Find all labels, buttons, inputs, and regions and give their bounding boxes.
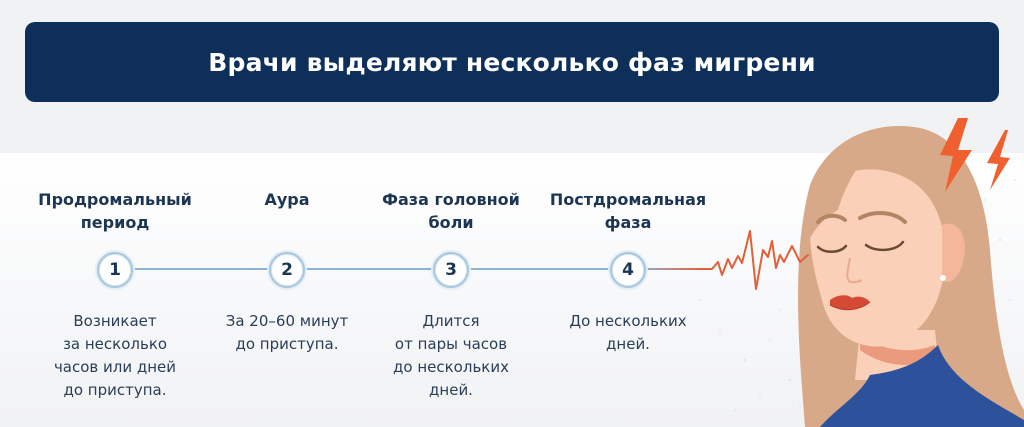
phase-number-badge: 1 — [97, 252, 133, 288]
desc-line: За 20–60 минут — [225, 312, 349, 330]
phase-number-badge: 4 — [610, 252, 646, 288]
phase-description: Длится от пары часов до нескольких дней. — [361, 310, 541, 402]
lips — [830, 295, 870, 310]
phase-title-line: Фаза головной — [382, 190, 520, 209]
phase-title-line: фаза — [604, 213, 652, 232]
ear — [942, 223, 965, 282]
closed-eye-icon — [816, 244, 848, 253]
phase-description: Возникает за несколько часов или дней до… — [25, 310, 205, 402]
desc-line: до приступа. — [235, 335, 339, 353]
phase-title: Аура — [197, 188, 377, 211]
closed-eye-icon — [864, 240, 905, 252]
desc-line: До нескольких — [569, 312, 687, 330]
desc-line: Возникает — [73, 312, 157, 330]
phase-title-line: период — [80, 213, 150, 232]
phase-title: Продромальный период — [25, 188, 205, 234]
desc-line: часов или дней — [53, 358, 177, 376]
desc-line: дней. — [429, 381, 473, 399]
pulse-wave-icon — [699, 230, 809, 290]
page-title: Врачи выделяют несколько фаз мигрени — [208, 47, 816, 77]
lightning-bolt-icon — [940, 118, 972, 192]
phase-number-badge: 3 — [433, 252, 469, 288]
phase-number-badge: 2 — [269, 252, 305, 288]
phase-title: Постдромальная фаза — [538, 188, 718, 234]
sweater — [820, 345, 1024, 427]
desc-line: до приступа. — [63, 381, 167, 399]
phase-description: До нескольких дней. — [538, 310, 718, 356]
phase-title-line: боли — [428, 213, 474, 232]
phase-description: За 20–60 минут до приступа. — [197, 310, 377, 356]
desc-line: за несколько — [62, 335, 168, 353]
desc-line: Длится — [422, 312, 480, 330]
timeline-line — [116, 268, 636, 270]
desc-line: до нескольких — [393, 358, 509, 376]
lightning-bolt-icon — [987, 130, 1010, 190]
desc-line: дней. — [606, 335, 650, 353]
migraine-woman-illustration — [699, 118, 1024, 427]
phase-title-line: Продромальный — [38, 190, 192, 209]
phase-title: Фаза головной боли — [361, 188, 541, 234]
title-banner: Врачи выделяют несколько фаз мигрени — [25, 22, 999, 102]
phase-title-line: Аура — [264, 190, 310, 209]
earring-icon — [940, 275, 946, 281]
desc-line: от пары часов — [394, 335, 508, 353]
phase-title-line: Постдромальная — [549, 190, 707, 209]
timeline-tail — [636, 268, 706, 270]
